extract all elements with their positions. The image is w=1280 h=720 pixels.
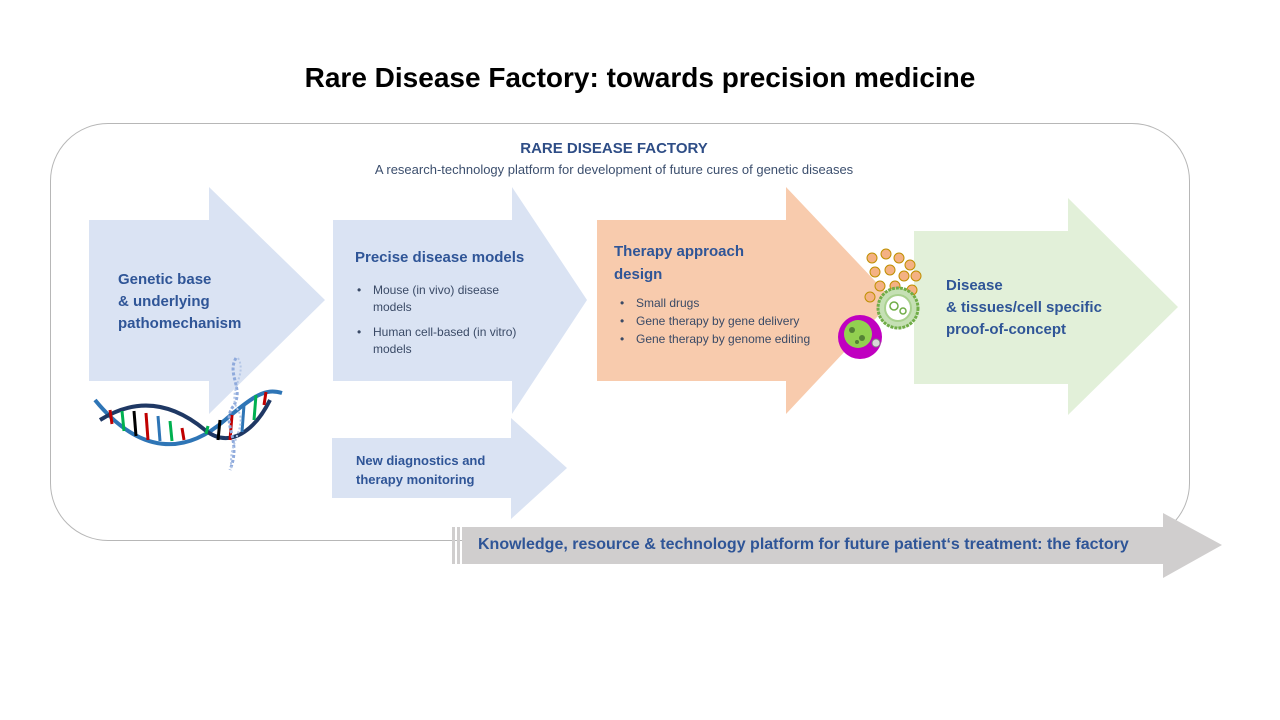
vesicle-icon	[876, 286, 920, 330]
step-therapy-design-heading: Therapy approach design	[614, 240, 814, 286]
heading-line: & tissues/cell specific	[946, 299, 1102, 316]
list-item: Mouse (in vivo) disease models	[355, 282, 530, 316]
step-disease-models-bullets: Mouse (in vivo) disease models Human cel…	[355, 282, 530, 366]
step-proof-of-concept-heading: Disease & tissues/cell specific proof-of…	[946, 275, 1146, 341]
heading-line: proof-of-concept	[946, 321, 1066, 338]
platform-arrow-stripe	[457, 527, 460, 564]
heading-line: New diagnostics and	[356, 453, 486, 468]
side-step-heading: New diagnostics and therapy monitoring	[356, 451, 526, 489]
step-disease-models-heading: Precise disease models	[355, 249, 525, 266]
platform-arrow	[462, 513, 1222, 578]
heading-line: pathomechanism	[118, 315, 242, 332]
heading-line: & underlying	[118, 293, 210, 310]
list-item: Gene therapy by gene delivery	[618, 313, 833, 330]
heading-line: design	[614, 266, 663, 283]
step-arrow-genetic-base	[89, 187, 325, 414]
platform-arrow-stripe	[452, 527, 455, 564]
cell-icon	[838, 315, 882, 359]
page-title: Rare Disease Factory: towards precision …	[304, 62, 976, 93]
list-item: Small drugs	[618, 295, 833, 312]
step-genetic-base-heading: Genetic base & underlying pathomechanism	[118, 269, 308, 335]
step-therapy-design-bullets: Small drugs Gene therapy by gene deliver…	[618, 295, 833, 349]
heading-line: Disease	[946, 277, 1003, 294]
heading-line: therapy monitoring	[356, 472, 475, 487]
list-item: Human cell-based (in vitro) models	[355, 324, 530, 358]
heading-line: Therapy approach	[614, 243, 745, 260]
frame-title: RARE DISEASE FACTORY	[520, 140, 708, 157]
frame-subtitle: A research-technology platform for devel…	[374, 162, 854, 177]
step-arrow-proof-of-concept	[914, 198, 1178, 415]
platform-label: Knowledge, resource & technology platfor…	[478, 536, 1129, 553]
dna-helix-icon	[93, 357, 283, 471]
heading-line: Genetic base	[118, 271, 212, 288]
step-arrow-diagnostics	[332, 418, 567, 519]
list-item: Gene therapy by genome editing	[618, 331, 833, 348]
